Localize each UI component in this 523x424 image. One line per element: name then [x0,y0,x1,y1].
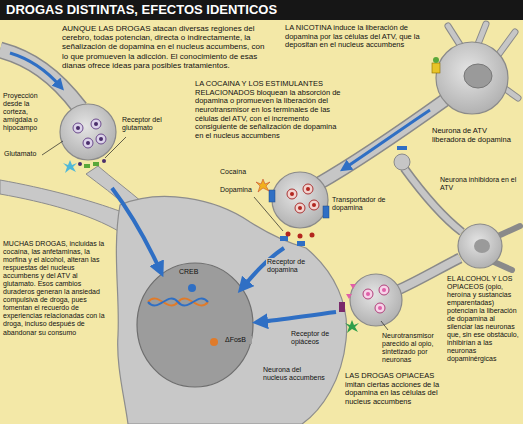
part-label: CREB [178,268,204,276]
part-label: Neurona del nucleus accumbens [262,366,328,382]
inhibitory-neuron [394,146,520,270]
part-label: Receptor del glutamato [122,116,174,132]
figure-title: DROGAS DISTINTAS, EFECTOS IDENTICOS [6,3,277,17]
leader-line [42,137,388,330]
title-bar [0,0,523,20]
callout-text: MUCHAS DROGAS, incluidas la cocaína, las… [3,240,109,337]
part-label: Neurona inhibidora en el ATV [440,176,520,192]
part-label: Neurotransmisor parecido al opio, sintet… [382,332,444,364]
callout-text: LA NICOTINA induce la liberación de dopa… [285,24,430,50]
intro-text: AUNQUE LAS DROGAS atacan diversas region… [62,24,268,70]
part-label: Receptor de opiáceos [290,330,342,346]
dopamine-terminal [256,172,329,239]
callout-text: LAS DROGAS OPIACEAS imitan ciertas accio… [345,372,443,407]
part-label: Receptor de dopamina [266,258,314,274]
part-label: ΔFosB [224,336,252,344]
callout-text: LA COCAINA Y LOS ESTIMULANTES RELACIONAD… [195,80,345,140]
accumbens-neuron [0,166,347,424]
part-label: Dopamina [220,186,254,194]
part-label: Proyección desde la corteza, amígdala o … [3,92,55,132]
callout-text: EL ALCOHOL Y LOS OPIACEOS (opio, heroína… [447,275,519,364]
part-label: Transportador de dopamina [332,196,386,212]
glutamate-terminal [60,104,116,173]
part-label: Glutamato [4,150,44,158]
opioid-terminal [345,274,402,333]
part-label: Cocaína [220,168,260,176]
part-label: Neurona de ATV liberadora de dopamina [432,127,518,144]
